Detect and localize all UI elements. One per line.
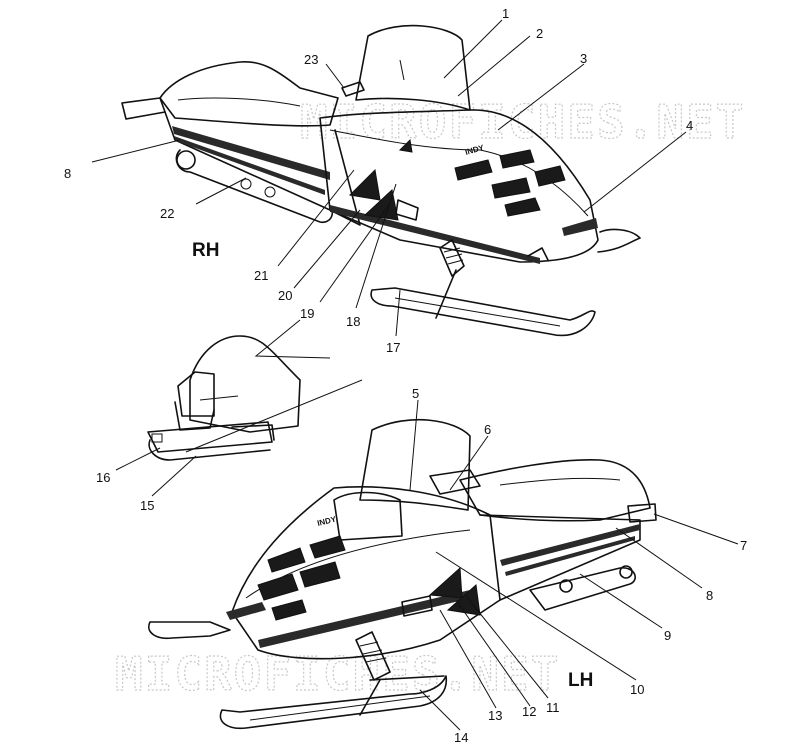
callout-11: 11	[546, 700, 560, 715]
callout-2: 2	[536, 26, 543, 41]
callout-22: 22	[160, 206, 174, 221]
callout-6: 6	[484, 422, 491, 437]
callout-4: 4	[686, 118, 693, 133]
callout-10: 10	[630, 682, 644, 697]
callout-8-lh: 8	[706, 588, 713, 603]
callout-3: 3	[580, 51, 587, 66]
watermark-top: MICROFICHES.NET	[300, 95, 745, 149]
callout-18: 18	[346, 314, 360, 329]
callout-13: 13	[488, 708, 502, 723]
callout-7: 7	[740, 538, 747, 553]
leader-lines	[91, 19, 739, 731]
callout-15: 15	[140, 498, 154, 513]
svg-text:INDY: INDY	[316, 514, 337, 528]
callout-9: 9	[664, 628, 671, 643]
callout-8-rh: 8	[64, 166, 71, 181]
callout-21: 21	[254, 268, 268, 283]
view-label-rh: RH	[192, 240, 219, 261]
callout-12: 12	[522, 704, 536, 719]
view-label-lh: LH	[568, 670, 593, 691]
callout-14: 14	[454, 730, 468, 745]
snowmobile-lh-view: INDY	[148, 419, 657, 730]
callout-20: 20	[278, 288, 292, 303]
watermark-bottom: MICROFICHES.NET	[115, 647, 560, 701]
snowmobile-cover-view	[147, 335, 301, 461]
callout-numbers: 1 2 3 4 5 6 7 8 8 9 10 11 12 13 14 15 16…	[64, 6, 747, 745]
callout-5: 5	[412, 386, 419, 401]
callout-19: 19	[300, 306, 314, 321]
callout-23: 23	[304, 52, 318, 67]
snowmobile-rh-view: INDY	[121, 24, 641, 337]
callout-16: 16	[96, 470, 110, 485]
callout-17: 17	[386, 340, 400, 355]
callout-1: 1	[502, 6, 509, 21]
